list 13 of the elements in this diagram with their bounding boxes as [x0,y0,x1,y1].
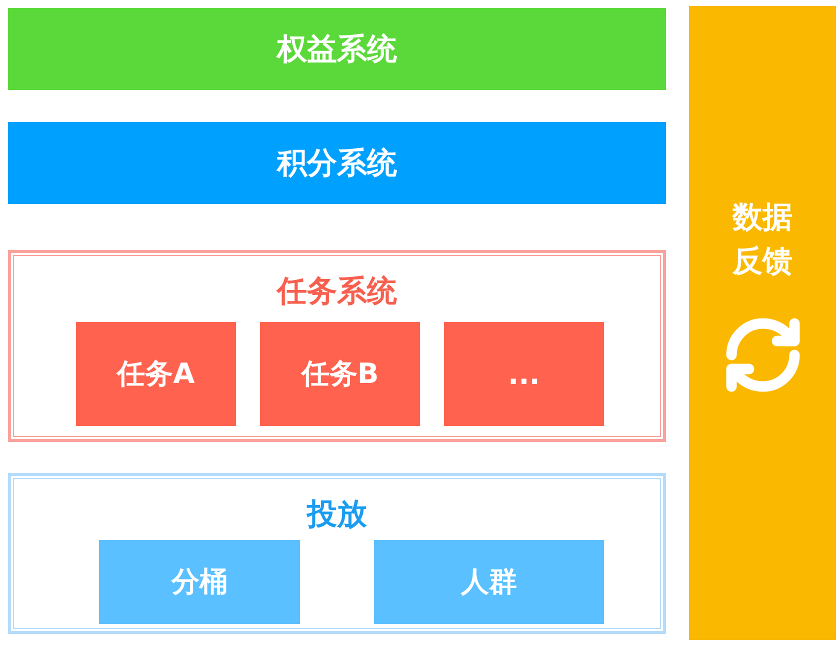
segment-box: 人群 [374,540,604,624]
group-panel [8,473,666,634]
segment-box: 分桶 [99,540,300,624]
group-panel [8,250,666,442]
group-title: 投放 [307,496,367,534]
task-box: 任务A [76,322,236,426]
system-bar: 积分系统 [8,122,666,204]
task-box: ... [444,322,604,426]
feedback-panel [689,6,836,640]
task-box: 任务B [260,322,420,426]
group-title: 任务系统 [277,273,397,311]
panel-title: 数据反馈 [731,199,794,280]
system-bar: 权益系统 [8,8,666,90]
